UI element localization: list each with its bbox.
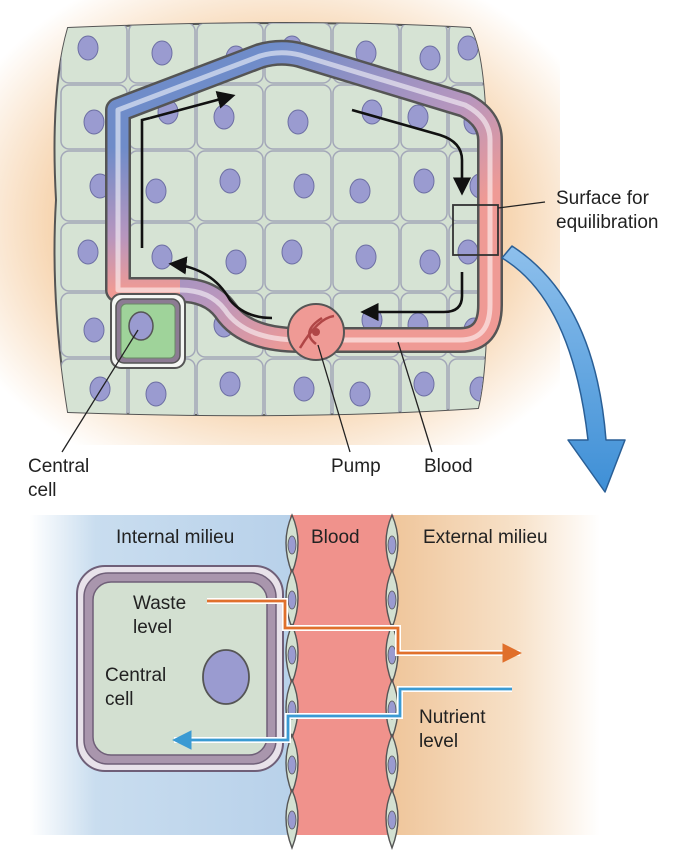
vessel-highlight — [115, 50, 493, 343]
tissue-cell-nucleus — [419, 249, 441, 275]
endothelial-nucleus — [387, 810, 397, 830]
central-cell-bottom — [76, 565, 284, 772]
tissue-cell-nucleus — [225, 249, 247, 275]
endothelial-nucleus — [287, 810, 297, 830]
leader-lines — [61, 201, 546, 453]
tissue-cell-nucleus — [293, 376, 315, 402]
tissue-cell-nucleus — [151, 40, 173, 66]
equilibration-surface-box — [452, 204, 499, 256]
tissue-cell-nucleus — [413, 168, 435, 194]
external-milieu-region — [390, 515, 600, 835]
endothelial-nucleus — [387, 755, 397, 775]
tissue-cell-nucleus — [219, 168, 241, 194]
flow-arrow-bottom — [360, 272, 464, 322]
top-panel — [0, 0, 626, 493]
endothelial-cells — [285, 513, 399, 850]
label-surface-line2: equilibration — [556, 212, 659, 233]
flow-arrow-left-down — [140, 116, 151, 248]
tissue-cell-nucleus — [419, 45, 441, 71]
label-waste-line2: level — [133, 617, 173, 638]
flow-arrow-left-return — [168, 256, 273, 320]
tissue-cell-nucleus — [355, 244, 377, 270]
label-blood-bottom: Blood — [311, 527, 360, 548]
endothelial-nucleus — [287, 590, 297, 610]
tissue-cell-nucleus — [413, 371, 435, 397]
tissue-cell-nucleus — [349, 178, 371, 204]
label-central-cell-top-line1: Central — [28, 456, 90, 477]
label-internal-milieu: Internal milieu — [116, 527, 235, 548]
label-central-cell-bottom-line2: cell — [105, 689, 134, 710]
endothelial-nucleus — [287, 645, 297, 665]
tissue-cell-nucleus — [151, 244, 173, 270]
tissue-cell-nucleus — [77, 239, 99, 265]
endothelial-nucleus — [387, 535, 397, 555]
endothelial-nucleus — [387, 590, 397, 610]
tissue-cell-nucleus — [145, 381, 167, 407]
flow-arrow-right-top — [351, 108, 472, 196]
blood-band — [290, 515, 394, 835]
tissue-cell-nucleus — [349, 381, 371, 407]
tissue-cell-nucleus — [457, 239, 479, 265]
tissue-cell-nucleus — [361, 99, 383, 125]
endothelial-nucleus — [287, 535, 297, 555]
endothelial-nucleus — [287, 755, 297, 775]
label-central-cell-bottom-line1: Central — [105, 665, 167, 686]
tissue-cell-nucleus — [213, 104, 235, 130]
tissue-cell-nucleus — [145, 178, 167, 204]
waste-level-line — [207, 598, 522, 663]
tissue-cell-nucleus — [77, 35, 99, 61]
tissue-cell-nucleus — [83, 317, 105, 343]
tissue-cell-nucleus — [457, 35, 479, 61]
central-cell-top — [110, 293, 186, 369]
tissue-cell-nucleus — [281, 239, 303, 265]
label-nutrient-line1: Nutrient — [419, 707, 486, 728]
label-pump: Pump — [331, 456, 381, 477]
endothelial-nucleus — [387, 645, 397, 665]
label-nutrient-line2: level — [419, 731, 459, 752]
blood-vessel-loop — [105, 39, 503, 353]
flow-arrow-top — [149, 90, 236, 120]
central-cell-top-nucleus — [128, 311, 154, 341]
curved-zoom-arrow — [501, 245, 626, 493]
tissue-cell-nucleus — [293, 173, 315, 199]
label-central-cell-top-line2: cell — [28, 480, 57, 501]
pump-icon — [287, 303, 345, 361]
tissue-cell-nucleus — [83, 109, 105, 135]
tissue-cell-nucleus — [407, 104, 429, 130]
label-waste-line1: Waste — [133, 593, 187, 614]
nutrient-level-line — [172, 686, 512, 750]
label-surface-line1: Surface for — [556, 188, 649, 209]
central-cell-bottom-nucleus — [202, 649, 250, 705]
label-blood-top: Blood — [424, 456, 473, 477]
tissue-cell-nucleus — [287, 109, 309, 135]
bottom-panel — [30, 513, 600, 850]
label-external-milieu: External milieu — [423, 527, 548, 548]
tissue-cell-nucleus — [219, 371, 241, 397]
flow-arrows — [140, 90, 472, 322]
